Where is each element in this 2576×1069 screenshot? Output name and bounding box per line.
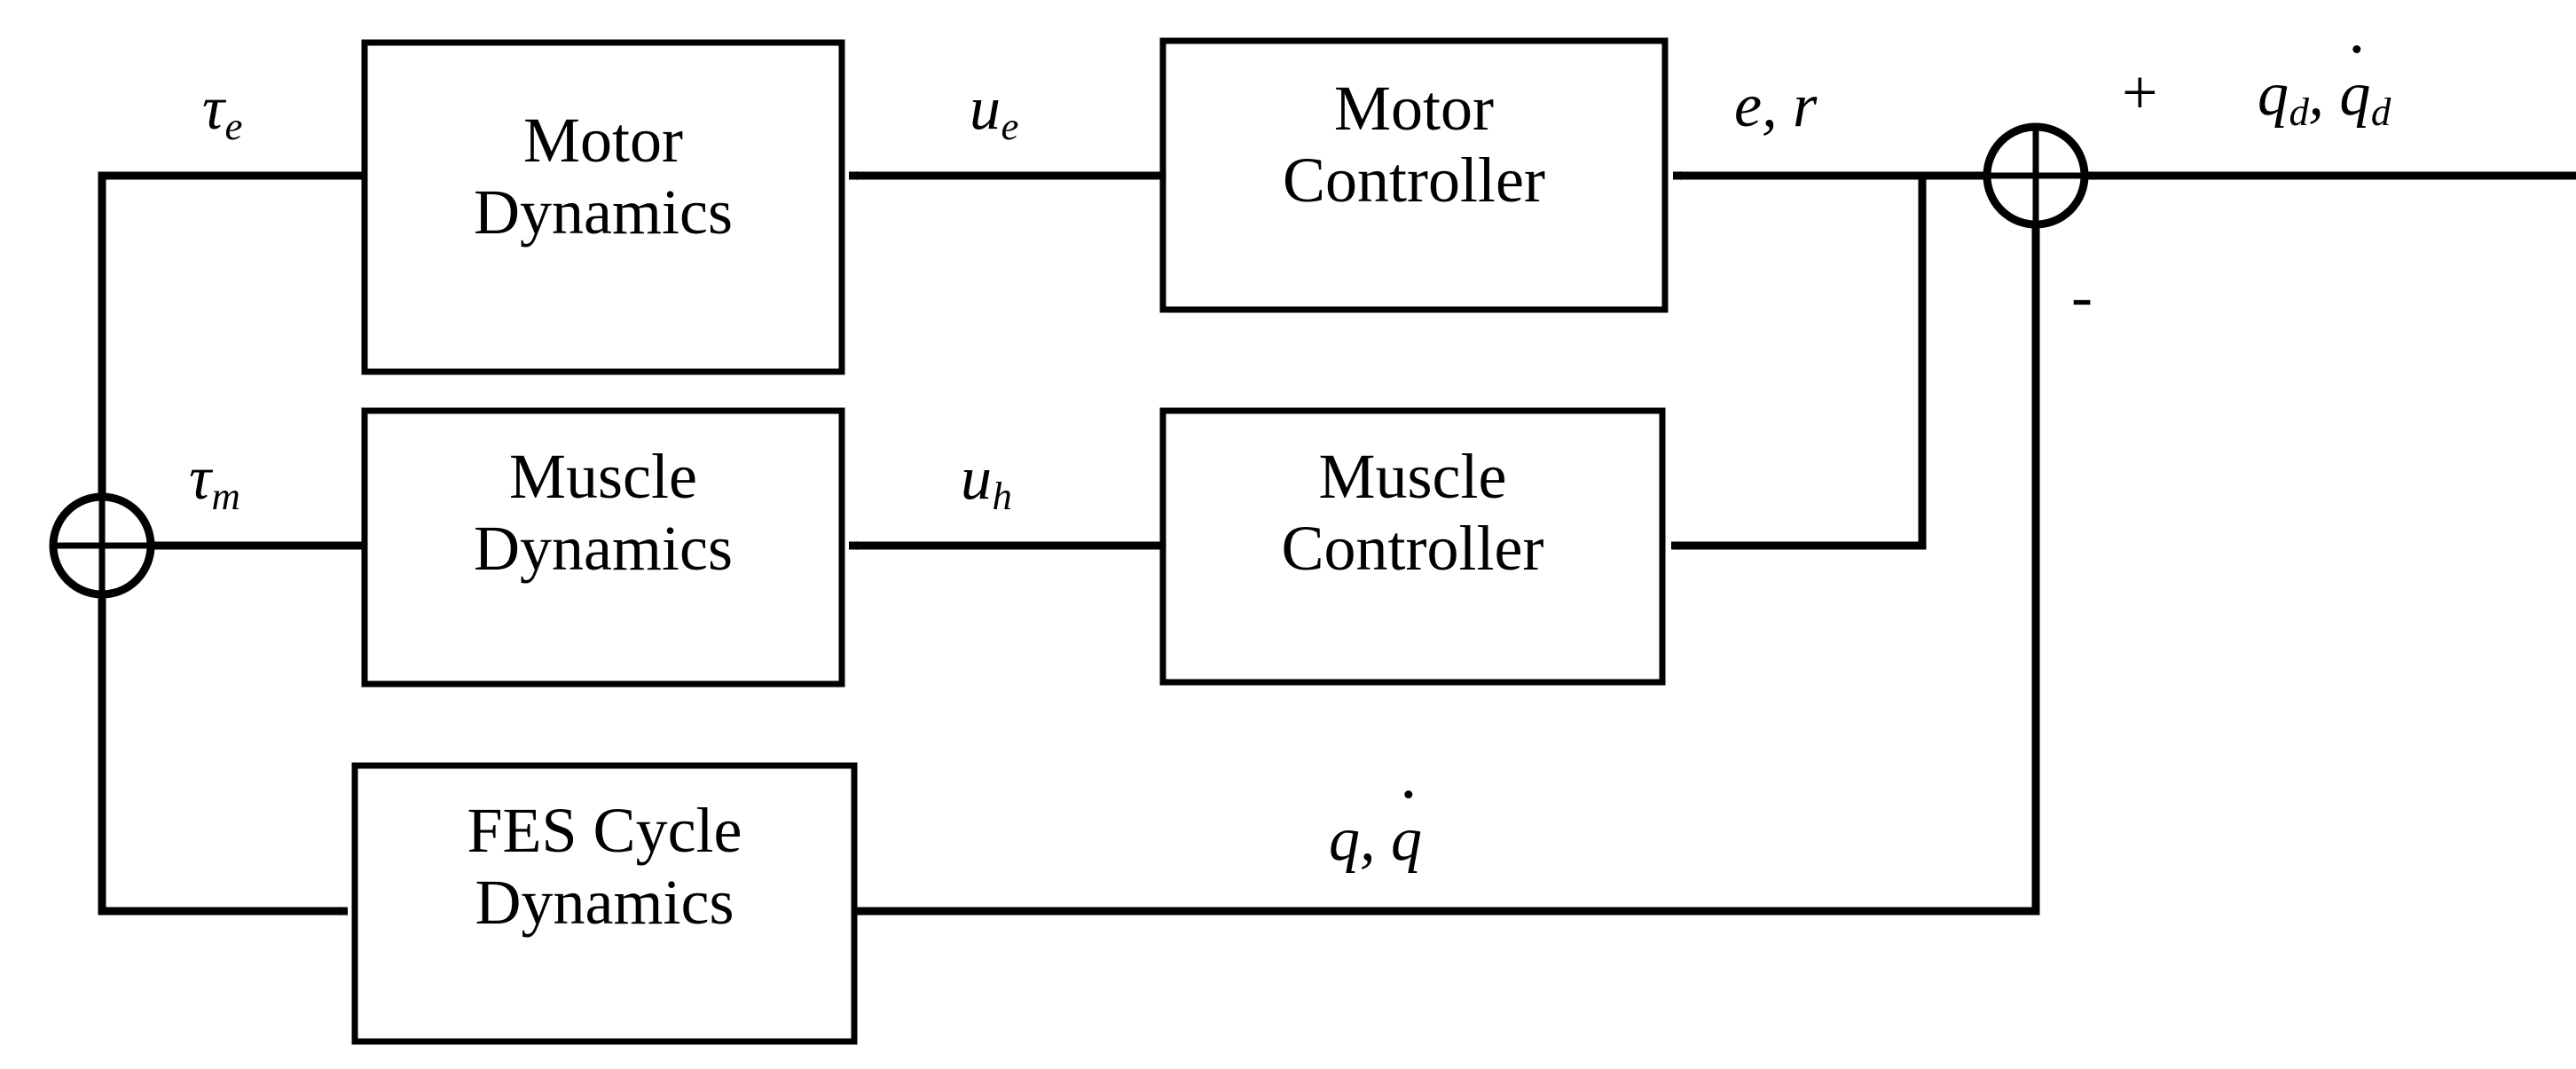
signal-label-state: q, q [1329, 790, 1422, 874]
summing-junction-torque [49, 492, 155, 599]
signal-label-u-e: ue [970, 75, 1018, 146]
block-rect-fes-cycle-dynamics [351, 762, 858, 1045]
signal-label-tau-e-base: τ [202, 75, 225, 143]
junction-sign-plus: + [2122, 60, 2158, 124]
signal-label-qdotd-base: q [2339, 60, 2371, 129]
wire-error-branch-to-muscle-controller [1671, 176, 1927, 550]
block-rect-motor-controller [1159, 37, 1669, 313]
signal-label-error: e, r [1734, 75, 1817, 138]
junction-sign-minus: - [2071, 264, 2093, 328]
wire-tau-e-to-torque-sum [98, 171, 362, 506]
signal-label-q-base: q [1329, 806, 1360, 874]
block-rect-motor-dynamics [361, 39, 845, 375]
signal-label-qdotd-sub: d [2370, 89, 2391, 134]
block-rect-muscle-controller [1159, 407, 1666, 686]
summing-junction-error [1983, 122, 2089, 229]
signal-label-tau-e-sub: e [224, 103, 243, 148]
signal-label-qdot-base: q [1391, 806, 1422, 874]
signal-label-u-e-sub: e [1001, 103, 1019, 148]
signal-label-u-h: uh [961, 448, 1012, 516]
signal-label-u-h-sub: h [992, 473, 1012, 518]
signal-label-tau-m-sub: m [211, 473, 240, 518]
wire-torque-sum-to-fes-cycle [98, 579, 348, 916]
junction-sign-minus-text: - [2071, 261, 2093, 332]
signal-label-u-h-base: u [961, 444, 992, 513]
signal-label-qd-sub: d [2289, 89, 2309, 134]
wire-state-feedback [854, 220, 2040, 916]
dot-accent-icon [2352, 45, 2361, 53]
signal-label-qd-base: q [2258, 60, 2289, 129]
qdot-accent-group: q [1391, 790, 1422, 874]
signal-label-desired-trajectory: qd, qd [2258, 45, 2391, 131]
signal-label-tau-m: τm [189, 448, 240, 516]
signal-label-tau-m-base: τ [189, 444, 212, 513]
signal-label-error-text: e, r [1734, 72, 1818, 140]
qdot-d-accent-group: q [2339, 45, 2370, 126]
dot-accent-icon [1403, 790, 1412, 798]
block-rect-muscle-dynamics [361, 407, 845, 688]
junction-sign-plus-text: + [2122, 57, 2158, 128]
signal-label-state-separator: , [1360, 806, 1376, 874]
signal-label-tau-e: τe [202, 75, 242, 146]
signal-label-u-e-base: u [970, 75, 1001, 143]
signal-label-desired-separator: , [2308, 60, 2324, 129]
